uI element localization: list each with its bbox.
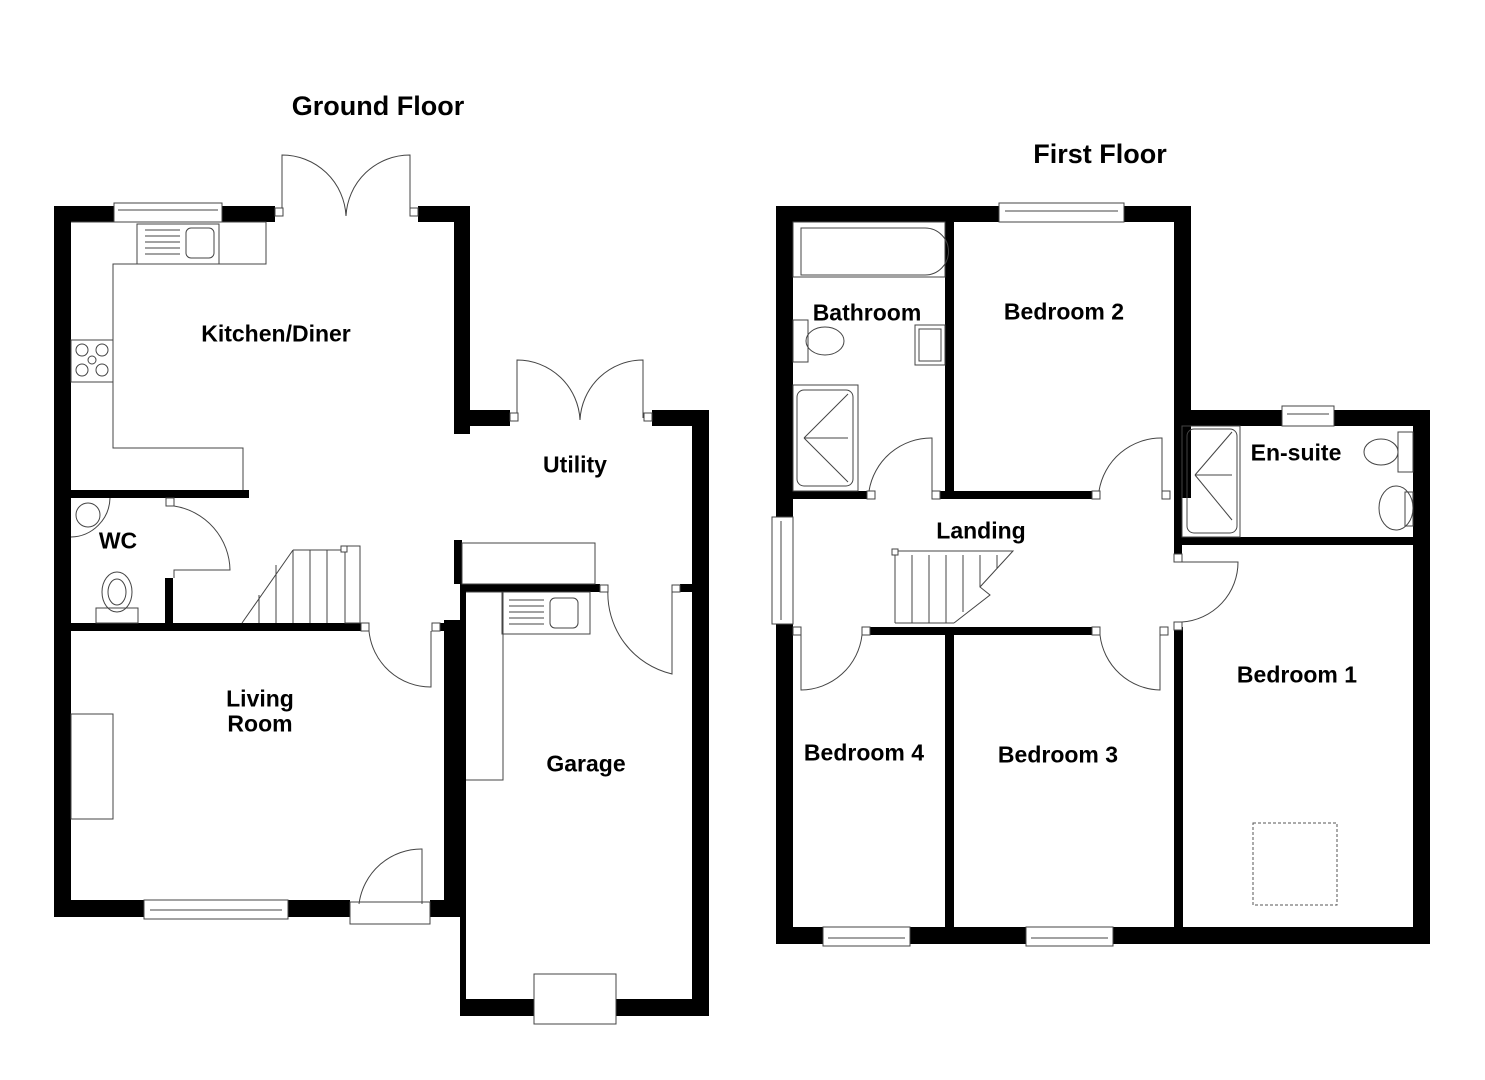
ground-floor-title: Ground Floor [291, 91, 465, 122]
room-label-bedroom-2: Bedroom 2 [1003, 298, 1125, 325]
room-label-bedroom-3: Bedroom 3 [997, 741, 1119, 768]
room-label-bathroom: Bathroom [812, 299, 922, 326]
room-label-wc: WC [98, 527, 138, 554]
room-label-kitchen: Kitchen/Diner [201, 320, 351, 347]
room-label-landing: Landing [936, 517, 1026, 544]
room-label-bedroom-4: Bedroom 4 [803, 739, 925, 766]
first-floor-title: First Floor [1033, 139, 1167, 170]
living-room-line2: Room [227, 711, 293, 737]
living-room-line1: Living [226, 685, 294, 712]
room-label-utility: Utility [543, 451, 607, 478]
room-label-garage: Garage [546, 750, 626, 777]
room-label-en-suite: En-suite [1250, 439, 1342, 466]
first-floor-plan [771, 202, 1430, 947]
room-label-bedroom-1: Bedroom 1 [1236, 661, 1358, 688]
ground-floor-plan [54, 154, 709, 1025]
room-label-living-room: Living Room [226, 685, 294, 738]
wall-west [54, 206, 71, 917]
